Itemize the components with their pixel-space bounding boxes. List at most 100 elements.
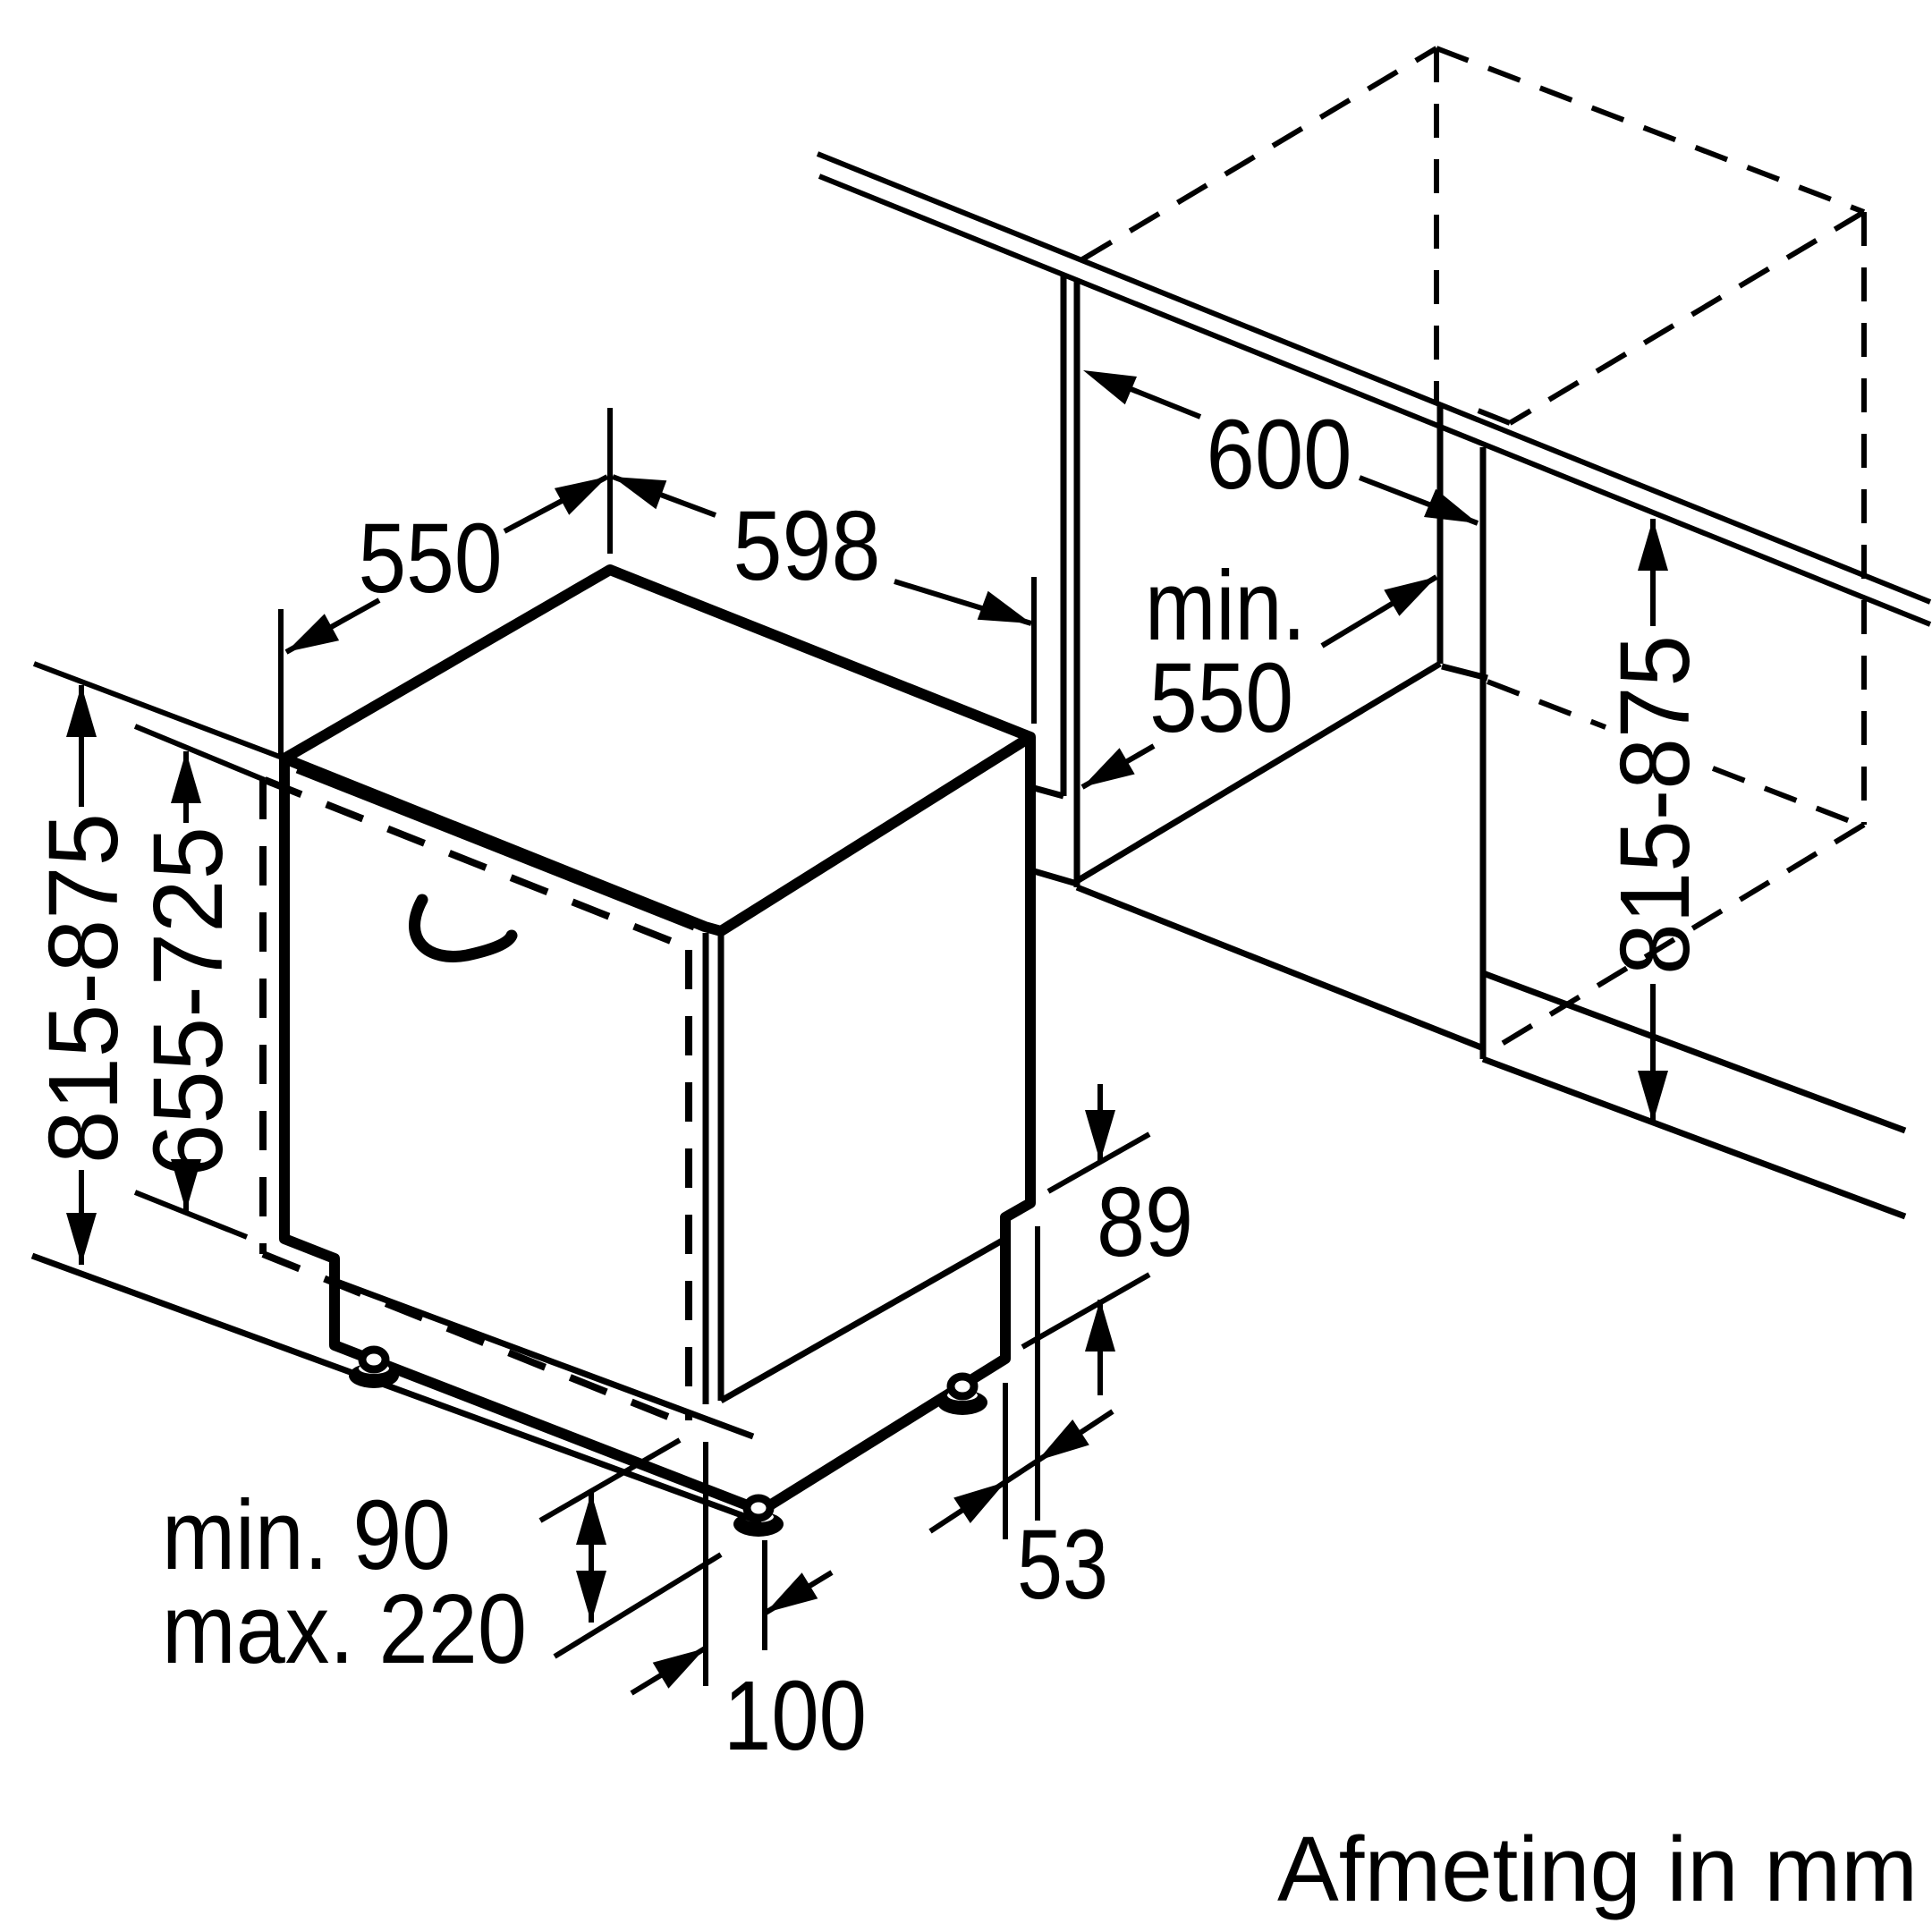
arrowhead xyxy=(953,1482,1005,1523)
dim-label-598: 598 xyxy=(733,491,881,601)
adjustable-foot-front-left xyxy=(349,1345,399,1388)
arrowhead xyxy=(576,1493,606,1545)
niche-structure xyxy=(1033,275,1907,1220)
arrowhead xyxy=(171,1159,201,1211)
arrowhead xyxy=(1384,577,1436,616)
countertop xyxy=(816,151,1932,627)
dimension-600: 600 xyxy=(1083,370,1479,526)
dim-655-arrows xyxy=(171,751,201,1211)
dim-598-arrows xyxy=(613,477,1031,623)
dimension-815-875-left: 815-875 xyxy=(29,661,286,1265)
arrowhead xyxy=(1082,748,1135,787)
arrowhead xyxy=(977,590,1031,623)
dim-100-arrows xyxy=(652,1572,818,1689)
countertop-top-edge xyxy=(816,151,1932,605)
dim-label-min550: 550 xyxy=(1149,643,1293,753)
arrowhead xyxy=(766,1572,818,1613)
door-panel-dashed-outline xyxy=(259,776,692,1428)
floor-line-left xyxy=(30,1252,763,1526)
extension-tick-bottom xyxy=(133,1190,249,1240)
arrowhead xyxy=(171,751,201,803)
door-dashed-top-edge xyxy=(263,776,686,950)
dim-53-arrows xyxy=(953,1419,1089,1523)
cube-top-right-edge xyxy=(1508,209,1866,426)
door-handle-icon xyxy=(409,894,518,962)
dim-815L-arrows xyxy=(66,685,97,1265)
dishwasher-outline xyxy=(279,564,1036,1516)
front-face-inner-top-edge xyxy=(295,767,696,931)
dimension-815-875-right: 815-875 xyxy=(1600,519,1710,1123)
dim-53-lines xyxy=(928,1226,1114,1539)
foot-screw-icon xyxy=(946,1372,979,1401)
dim-815R-arrows xyxy=(1638,519,1668,1123)
cube-bottom-front-edge xyxy=(1496,822,1866,1049)
dim-label-min: min. xyxy=(1145,551,1306,661)
dim-label-815-875-left: 815-875 xyxy=(29,813,139,1164)
floor-line-right xyxy=(1481,1055,1907,1220)
dim-89-arrows xyxy=(1085,1110,1115,1352)
dimension-655-725: 655-725 xyxy=(133,724,267,1240)
door-dashed-bottom-edge xyxy=(261,1250,688,1428)
arrowhead xyxy=(652,1648,705,1689)
dimension-100: 100 xyxy=(630,1442,867,1771)
arrowhead xyxy=(1638,1071,1668,1123)
arrowhead xyxy=(286,614,340,652)
left-panel-bottom-nib-upper xyxy=(1033,784,1064,800)
arrowhead xyxy=(613,477,667,510)
extension-tick-lower xyxy=(553,1552,723,1659)
dim-550-arrows xyxy=(286,477,607,652)
dim-label-100: 100 xyxy=(724,1661,867,1771)
arrowhead xyxy=(1638,519,1668,571)
dim-label-53: 53 xyxy=(1017,1510,1108,1620)
arrowhead xyxy=(66,685,97,737)
left-panel-bottom-nib-lower xyxy=(1033,868,1078,887)
arrowhead xyxy=(576,1571,606,1623)
dim-label-min-90: min. 90 xyxy=(162,1480,451,1590)
dishwasher-edges xyxy=(295,767,1007,1440)
extension-tick-upper xyxy=(1046,1131,1151,1194)
cube-floor-back-edge-b xyxy=(1711,766,1866,829)
arrowhead xyxy=(66,1213,97,1265)
foot-screw-icon xyxy=(742,1494,775,1522)
adjustable-foot-rear-right xyxy=(937,1372,987,1415)
dim-min550-arrows xyxy=(1082,577,1436,787)
dim-label-89: 89 xyxy=(1097,1167,1193,1277)
caption-group: Afmeting in mm xyxy=(1277,1818,1918,1920)
dim-label-550: 550 xyxy=(359,504,503,614)
arrowhead xyxy=(1424,488,1478,523)
cube-top-front-edge-stub xyxy=(1470,405,1512,426)
dimension-min-550: min.550 xyxy=(1080,551,1438,790)
arrowhead xyxy=(1085,1110,1115,1162)
extension-tick-lower xyxy=(1021,1272,1151,1350)
niche-floor-front-edge xyxy=(1075,884,1483,1051)
arrowhead xyxy=(1085,1300,1115,1352)
extension-line-top xyxy=(32,661,286,761)
right-panel-bottom-edge xyxy=(1481,970,1907,1134)
arrowhead xyxy=(1083,370,1137,405)
dim-label-600: 600 xyxy=(1207,400,1352,510)
dim-600-arrows xyxy=(1083,370,1478,523)
cube-top-back-edge xyxy=(1435,46,1866,215)
cube-floor-back-edge-a xyxy=(1486,679,1607,730)
niche-floor-left-edge xyxy=(1075,660,1442,885)
top-face-front-edges xyxy=(282,732,1034,936)
dim-label-655-725: 655-725 xyxy=(133,826,243,1177)
arrowhead xyxy=(554,477,607,515)
cube-top-left-edge xyxy=(1080,46,1438,262)
countertop-bottom-edge xyxy=(818,174,1932,627)
dim-plinth-arrows xyxy=(576,1493,606,1623)
dim-label-max-220: max. 220 xyxy=(162,1574,527,1684)
dimension-53: 53 xyxy=(928,1226,1114,1620)
dimension-line xyxy=(928,1409,1114,1534)
door-handle xyxy=(409,894,518,962)
right-face-bottom-edge xyxy=(719,1235,1007,1404)
box-outline xyxy=(279,564,1036,1516)
arrowhead xyxy=(1038,1419,1089,1461)
dim-label-815-875-right: 815-875 xyxy=(1600,635,1710,975)
dimension-550: 550 xyxy=(278,408,613,756)
dimension-89: 89 xyxy=(1021,1084,1193,1395)
